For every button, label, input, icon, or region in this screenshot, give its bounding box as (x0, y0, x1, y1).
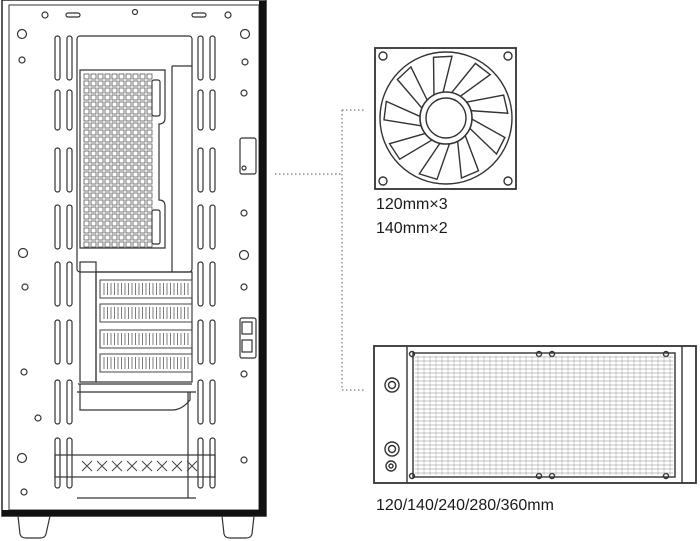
fan-screw-tr (503, 51, 513, 61)
bottom-vent-pattern (81, 460, 198, 472)
radiator-illustration (373, 345, 697, 484)
radiator-support-sizes: 120/140/240/280/360mm (376, 497, 554, 514)
fan-screw-bl (378, 176, 388, 186)
fan-support-line-1: 120mm×3 (376, 196, 448, 213)
front-io-panel (239, 317, 257, 359)
fan-screw-tl (378, 51, 388, 61)
fan-support-line-2: 140mm×2 (376, 220, 448, 237)
pc-case-side-view (1, 0, 267, 539)
radiator-fill-port (385, 460, 397, 472)
case-outer-frame (1, 0, 267, 517)
case-left-slots (54, 35, 73, 489)
fan-screw-br (503, 176, 513, 186)
radiator-fitting-bottom (384, 441, 400, 457)
expansion-bracket (79, 261, 97, 383)
leader-lines (275, 109, 366, 391)
case-right-slots (197, 35, 216, 489)
fan-frame (374, 47, 517, 190)
case-foot-left (17, 515, 51, 539)
radiator-fitting-top (384, 377, 400, 393)
radiator-fins (415, 356, 673, 475)
motherboard-tray (76, 35, 193, 273)
fan-illustration (374, 47, 517, 190)
cpu-cutout-grid (83, 73, 153, 248)
fan-blades (383, 55, 509, 181)
case-foot-right (221, 515, 255, 539)
case-front-edge (259, 1, 266, 515)
front-usb-port (239, 137, 257, 175)
radiator-fin-area (412, 352, 676, 478)
pcie-slot-covers (99, 279, 193, 373)
radiator-frame (373, 345, 697, 484)
cpu-cutout (79, 69, 166, 249)
